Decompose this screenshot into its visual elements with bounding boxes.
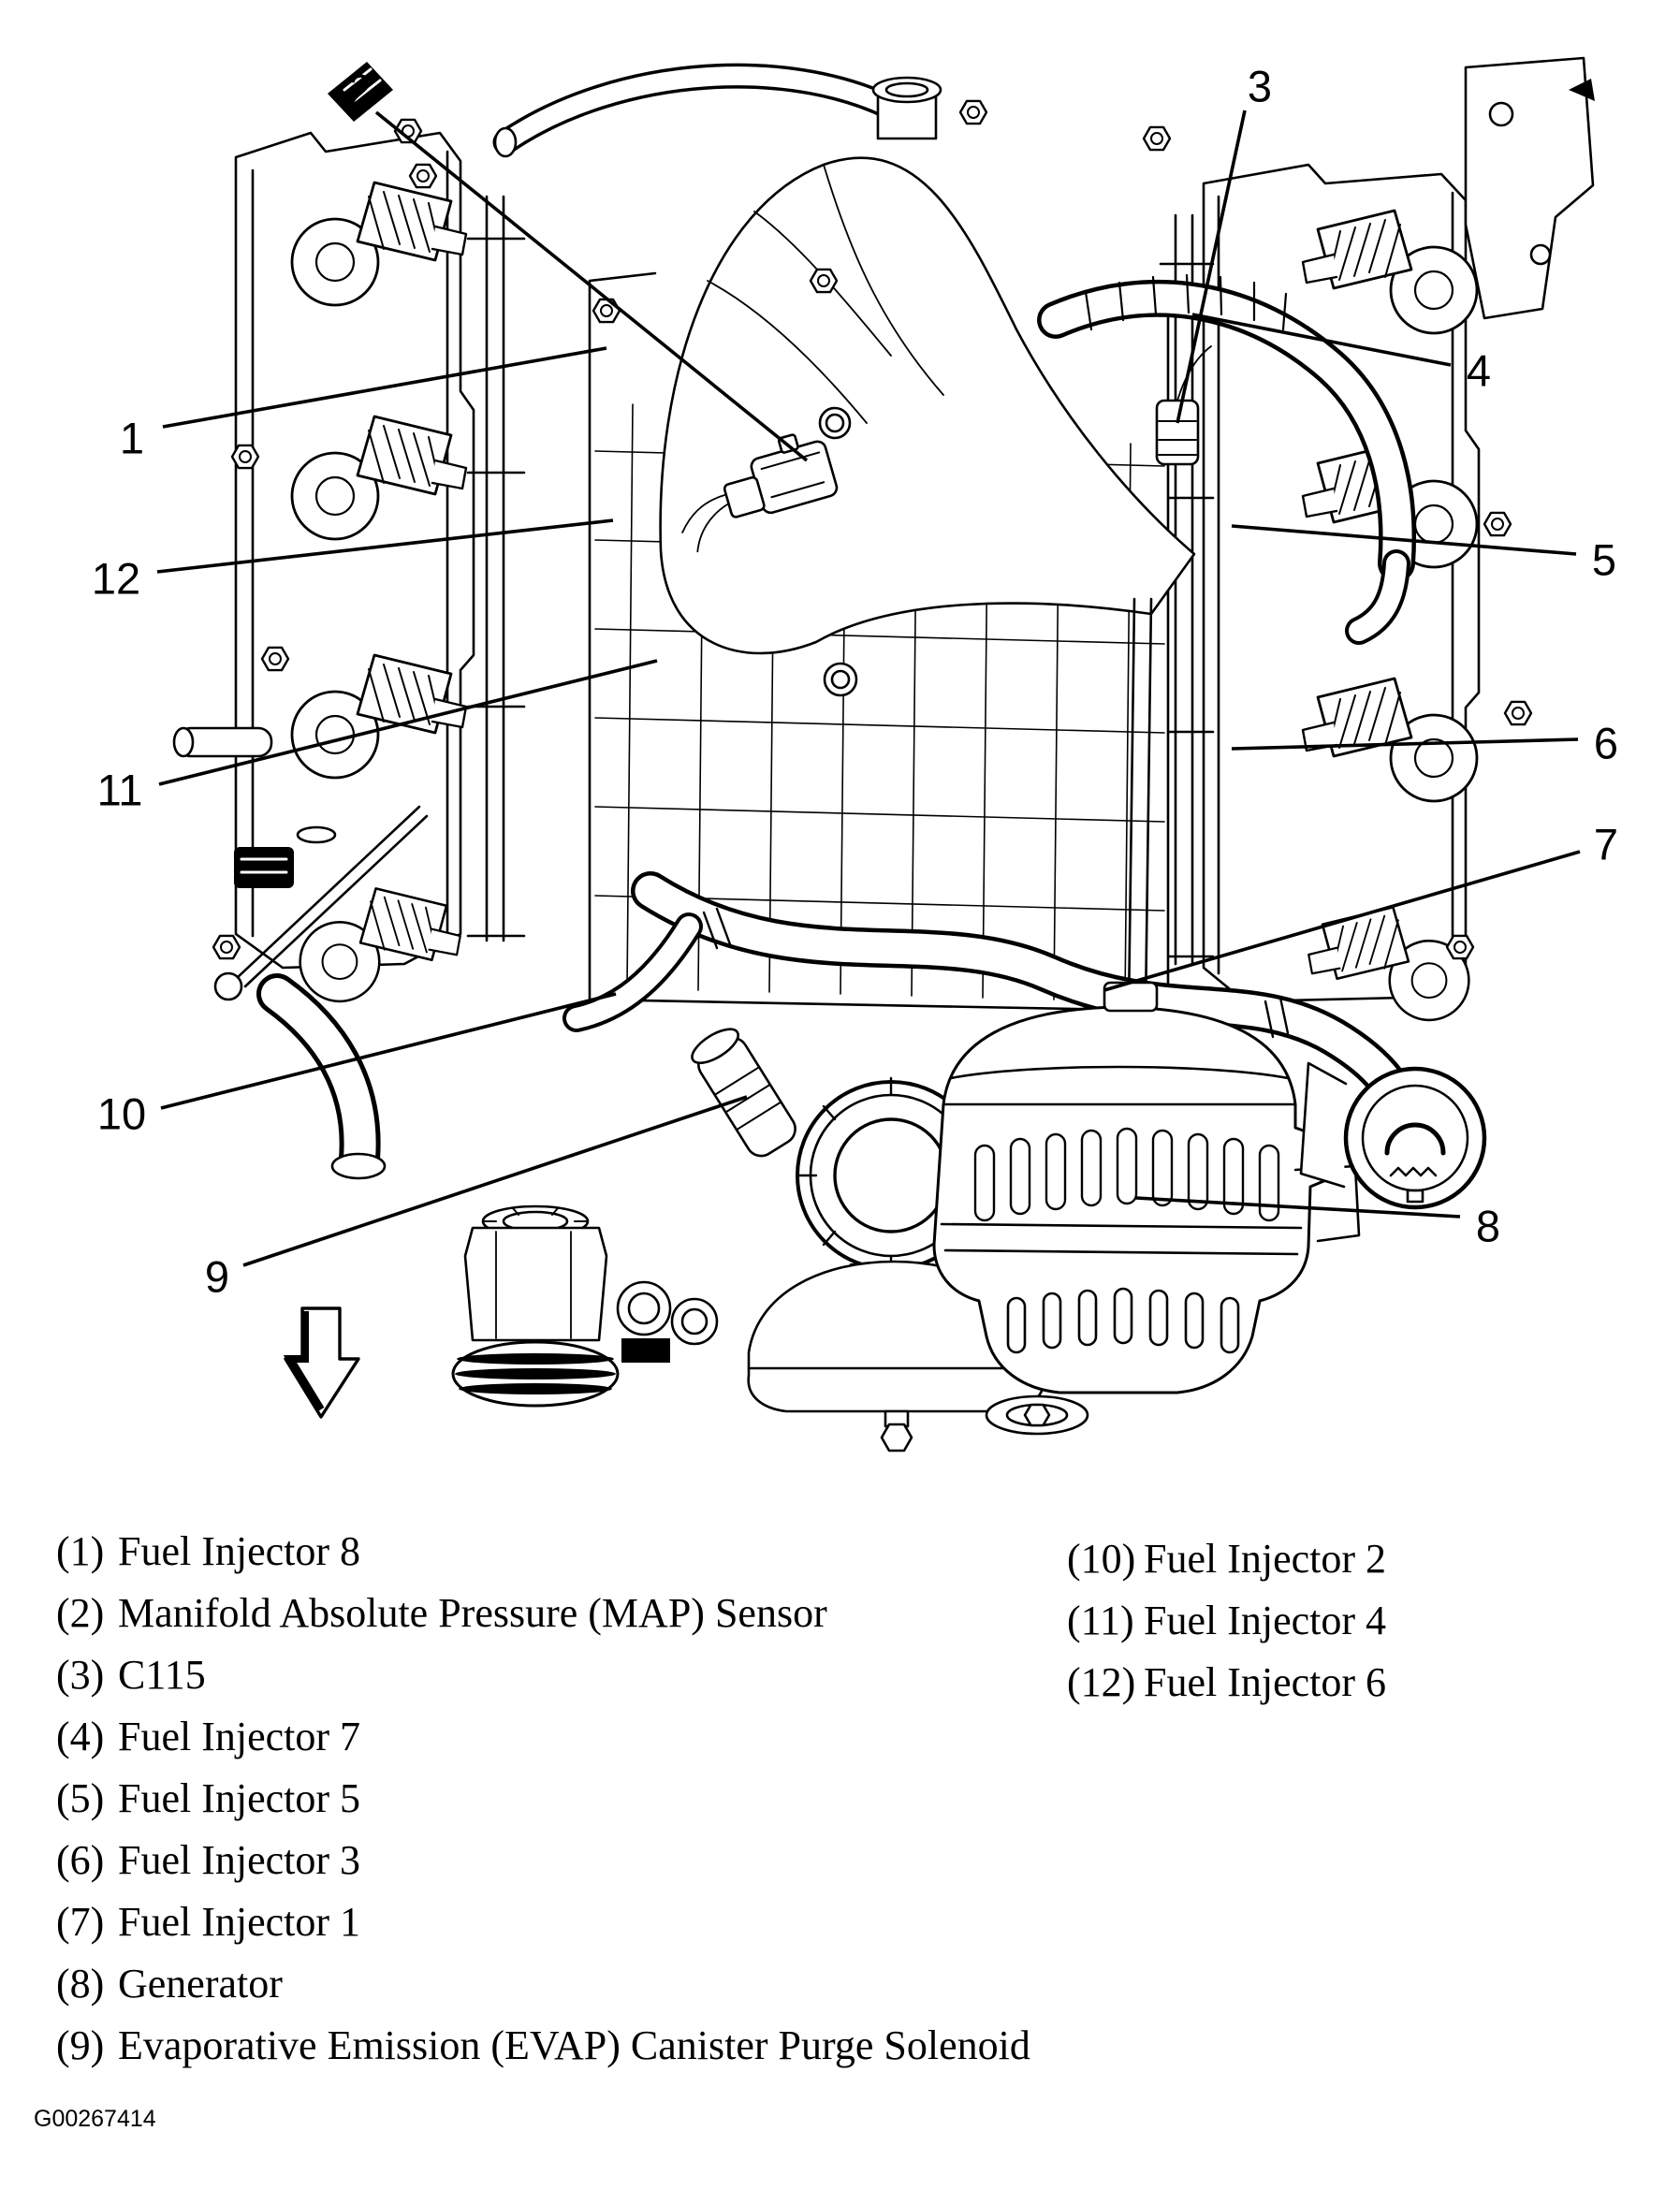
leader-line-7: [1103, 850, 1581, 992]
leader-line-10: [160, 992, 617, 1110]
legend-item: (3) C115: [56, 1649, 1030, 1711]
legend-item-label: Fuel Injector 6: [1144, 1659, 1387, 1705]
legend-item-label: Fuel Injector 3: [118, 1837, 361, 1883]
top-crossover-pipe: [492, 63, 916, 158]
leader-line-3: [1176, 109, 1247, 424]
evap-purge-solenoid: [691, 1028, 796, 1158]
legend-item-number: (9): [56, 2022, 105, 2068]
fuel-rail-right: [1159, 213, 1215, 966]
leader-line-4: [1191, 313, 1452, 367]
leader-line-1: [162, 346, 607, 429]
leader-line-11: [158, 659, 658, 786]
legend-item-label: Manifold Absolute Pressure (MAP) Sensor: [118, 1590, 827, 1636]
legend-item-label: Fuel Injector 4: [1144, 1598, 1387, 1643]
top-right-bracket: [1464, 56, 1595, 320]
callout-number-12: 12: [92, 554, 140, 604]
legend-item-number: (3): [56, 1652, 105, 1698]
legend-item: (10)Fuel Injector 2: [1067, 1533, 1386, 1595]
legend-item-number: (4): [56, 1714, 105, 1759]
leader-line-2: [374, 110, 809, 462]
legend-item: (7) Fuel Injector 1: [56, 1896, 1030, 1958]
air-duct: [1037, 273, 1417, 645]
leader-line-9: [242, 1095, 748, 1267]
legend-item: (2) Manifold Absolute Pressure (MAP) Sens…: [56, 1587, 1030, 1649]
legend-item-label: Evaporative Emission (EVAP) Canister Pur…: [118, 2022, 1030, 2068]
legend-item-label: Fuel Injector 1: [118, 1899, 361, 1945]
callout-number-1: 1: [120, 414, 144, 463]
generator: [932, 981, 1361, 1436]
leader-line-6: [1231, 737, 1579, 751]
c115-connector: [1155, 345, 1212, 466]
legend-item-number: (11): [1067, 1598, 1134, 1643]
legend-item-label: Fuel Injector 5: [118, 1775, 361, 1821]
callout-number-6: 6: [1594, 719, 1618, 768]
leader-line-5: [1231, 524, 1577, 556]
legend-item: (9) Evaporative Emission (EVAP) Canister …: [56, 2020, 1030, 2081]
legend-item: (4) Fuel Injector 7: [56, 1711, 1030, 1773]
legend-item: (11)Fuel Injector 4: [1067, 1595, 1386, 1657]
callout-number-11: 11: [97, 766, 143, 815]
legend-item: (6) Fuel Injector 3: [56, 1834, 1030, 1896]
filler-neck: [871, 76, 942, 140]
coolant-cap: [1299, 1061, 1487, 1210]
down-arrow-icon: [283, 1306, 360, 1419]
map-sensor: [681, 433, 839, 553]
callout-number-2: 2: [348, 66, 373, 115]
leader-line-8: [1135, 1196, 1461, 1219]
vertical-pipes: [1127, 597, 1153, 1011]
figure-code: G00267414: [34, 2106, 156, 2132]
legend-item-number: (1): [56, 1528, 105, 1574]
legend-item: (8) Generator: [56, 1958, 1030, 2020]
callout-number-8: 8: [1476, 1202, 1500, 1251]
legend-item: (12)Fuel Injector 6: [1067, 1657, 1386, 1718]
legend-column-left: (1) Fuel Injector 8 (2) Manifold Absolute P…: [56, 1525, 1030, 2081]
fuel-rail-left: [466, 195, 526, 942]
callout-number-10: 10: [97, 1089, 146, 1139]
manifold-cover-fin: [659, 156, 1196, 655]
left-sensors: [172, 726, 337, 888]
legend-item: (5) Fuel Injector 5: [56, 1773, 1030, 1834]
legend-item-number: (10): [1067, 1536, 1136, 1582]
legend-item-label: C115: [118, 1652, 206, 1698]
legend-item-number: (12): [1067, 1659, 1136, 1705]
legend-item-label: Generator: [118, 1961, 283, 2007]
callout-number-3: 3: [1248, 62, 1272, 111]
top-left-connector: [328, 62, 423, 144]
legend-item-number: (5): [56, 1775, 105, 1821]
callout-number-5: 5: [1592, 535, 1616, 585]
legend-item-label: Fuel Injector 7: [118, 1714, 361, 1759]
engine-line-art: [172, 56, 1595, 1452]
water-pump: [451, 1204, 620, 1408]
callout-number-4: 4: [1467, 346, 1491, 396]
legend-item-number: (6): [56, 1837, 105, 1883]
legend-item: (1) Fuel Injector 8: [56, 1525, 1030, 1587]
leader-line-12: [156, 518, 614, 574]
legend-item-number: (2): [56, 1590, 105, 1636]
legend-column-right: (10)Fuel Injector 2(11)Fuel Injector 4(1…: [1067, 1533, 1386, 1718]
legend-item-label: Fuel Injector 2: [1144, 1536, 1387, 1582]
legend-item-number: (8): [56, 1961, 105, 2007]
legend-item-label: Fuel Injector 8: [118, 1528, 361, 1574]
callout-number-9: 9: [205, 1252, 229, 1302]
legend-item-number: (7): [56, 1899, 105, 1945]
callout-number-7: 7: [1594, 820, 1618, 869]
